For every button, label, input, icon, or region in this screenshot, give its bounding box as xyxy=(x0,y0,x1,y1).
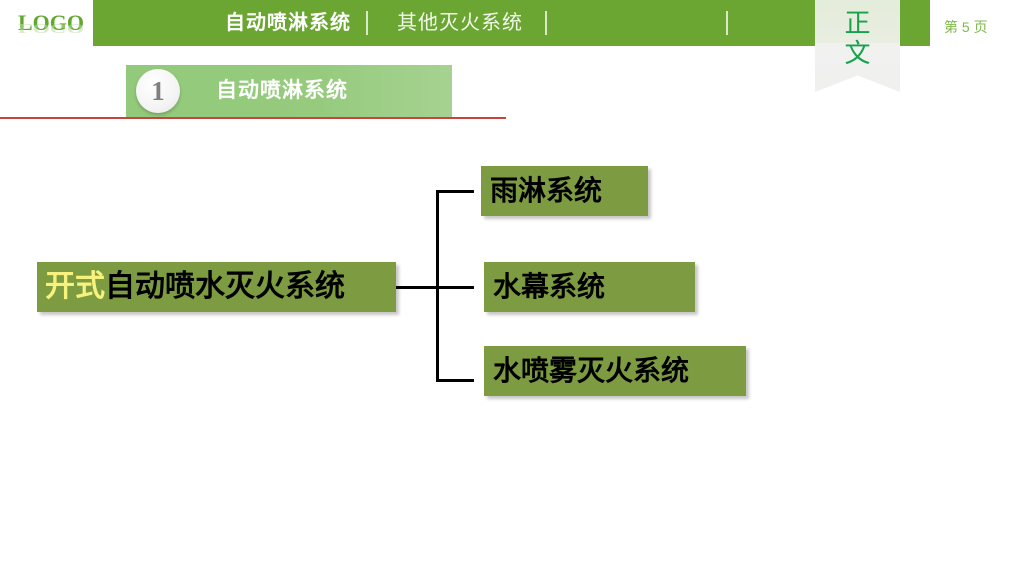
node-root-label-highlight: 开式 xyxy=(45,270,105,303)
connector-vertical-spine xyxy=(436,190,439,382)
connector-branch-1 xyxy=(436,190,474,193)
section-title-bar: 1 自动喷淋系统 xyxy=(126,65,452,117)
section-number: 1 xyxy=(151,75,165,106)
node-water-spray-system-label: 水喷雾灭火系统 xyxy=(493,355,690,386)
nav-separator-1 xyxy=(366,11,368,35)
node-water-curtain-system[interactable]: 水幕系统 xyxy=(484,262,695,312)
node-root-open-system[interactable]: 开式自动喷水灭火系统 xyxy=(37,262,396,312)
nav-separator-3 xyxy=(726,11,728,35)
node-root-label-rest: 自动喷水灭火系统 xyxy=(105,270,345,303)
logo[interactable]: LOGO LOGO xyxy=(18,12,90,46)
section-title: 自动喷淋系统 xyxy=(216,79,348,102)
node-water-curtain-system-label: 水幕系统 xyxy=(493,271,606,302)
ribbon-char-1: 正 xyxy=(844,8,871,38)
red-divider-rule xyxy=(0,117,506,119)
node-root-label: 开式自动喷水灭火系统 xyxy=(45,269,345,305)
connector-branch-3 xyxy=(436,379,474,382)
node-water-spray-system[interactable]: 水喷雾灭火系统 xyxy=(484,346,746,396)
nav-item-automatic-sprinkler[interactable]: 自动喷淋系统 xyxy=(225,12,351,34)
section-number-badge: 1 xyxy=(136,69,180,113)
node-deluge-system[interactable]: 雨淋系统 xyxy=(481,166,648,216)
ribbon-char-2: 文 xyxy=(844,38,871,68)
logo-text: LOGO xyxy=(18,10,85,35)
page-number: 第 5 页 xyxy=(944,19,988,35)
nav-item-other-extinguishing[interactable]: 其他灭火系统 xyxy=(397,12,523,34)
connector-root-horizontal xyxy=(396,286,474,289)
ribbon-bookmark: 正 文 xyxy=(815,0,900,92)
ribbon-label: 正 文 xyxy=(815,8,900,68)
nav-separator-2 xyxy=(545,11,547,35)
node-deluge-system-label: 雨淋系统 xyxy=(490,175,603,206)
top-navigation-bar: 自动喷淋系统 其他灭火系统 xyxy=(93,0,930,46)
